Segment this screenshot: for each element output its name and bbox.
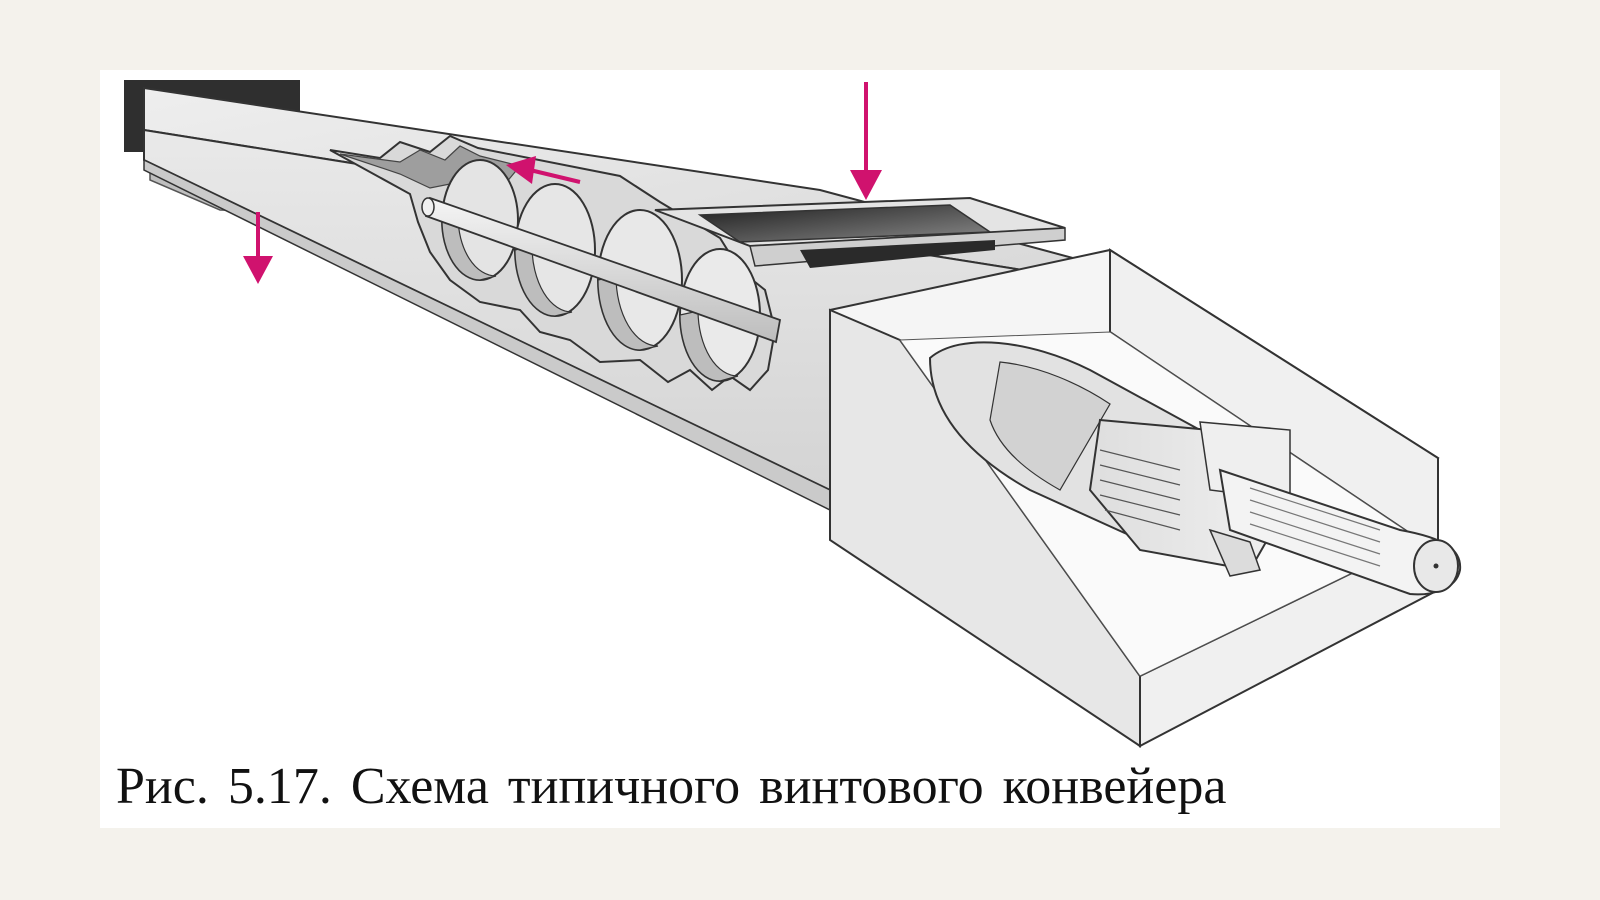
screw-shaft [421, 196, 782, 344]
inlet-arrow-icon [850, 82, 882, 200]
inlet-hopper [654, 196, 1066, 268]
screw-conveyor-illustration [124, 80, 1462, 748]
figure-caption: Рис. 5.17. Схема типичного винтового кон… [116, 758, 1227, 815]
outlet-arrow-icon [243, 212, 273, 284]
flow-arrow-icon [506, 156, 581, 184]
drive-motor [928, 341, 1462, 596]
figure-panel: Рис. 5.17. Схема типичного винтового кон… [100, 70, 1500, 828]
